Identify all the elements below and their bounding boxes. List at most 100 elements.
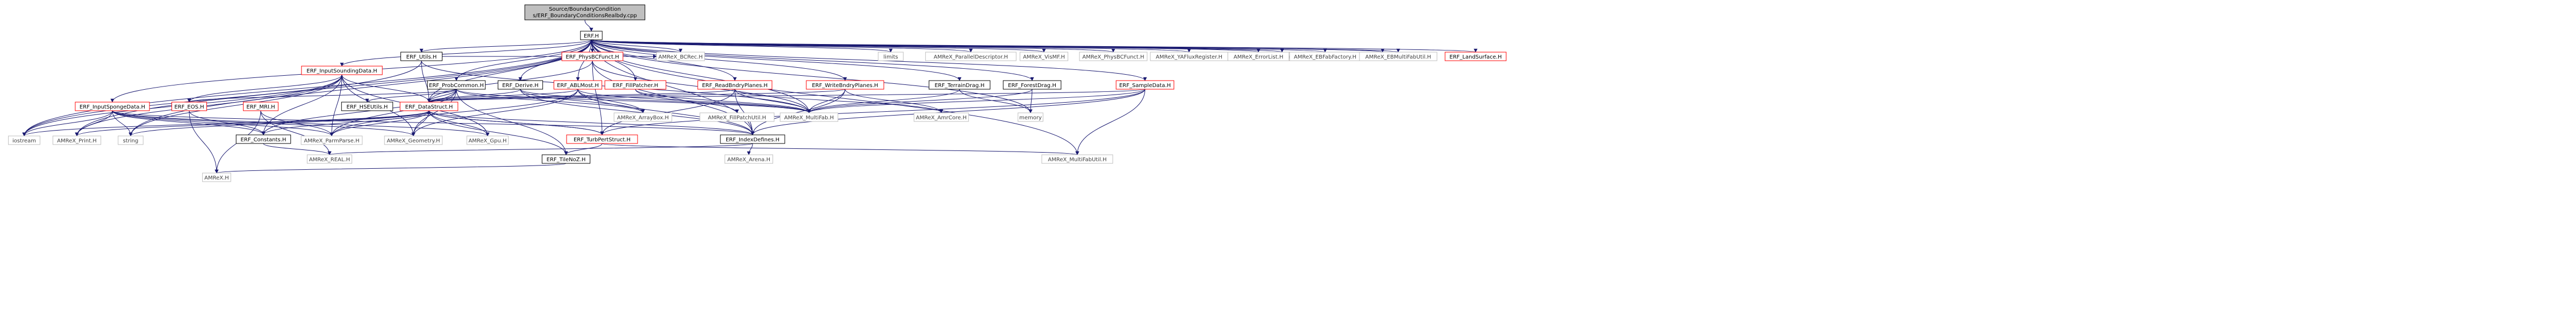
edge-constants-to-amrexreal: [263, 143, 332, 155]
node-label: ERF_Derive.H: [502, 83, 539, 89]
edge-inputsponge-to-geometry: [112, 110, 416, 136]
node-erf-derive-h[interactable]: ERF_Derive.H: [497, 80, 543, 90]
node-erf-tilenoz-h[interactable]: ERF_TileNoZ.H: [541, 154, 591, 164]
edge-mri-to-parmparse: [260, 110, 334, 136]
node-box: [524, 4, 646, 20]
edge-ablmost-to-multifab: [577, 89, 811, 113]
node-amrex-yafluxregister-h: AMReX_YAFluxRegister.H: [1150, 52, 1228, 61]
node-erf-writebndryplanes-h[interactable]: ERF_WriteBndryPlanes.H: [806, 80, 884, 90]
node-box: [1115, 80, 1175, 90]
node-label: ERF_SampleData.H: [1119, 83, 1171, 89]
edge-erfh-to-terraindrag: [591, 39, 962, 81]
edge-erfh-to-landsurface: [591, 39, 1477, 53]
node-erf-readbndryplanes-h[interactable]: ERF_ReadBndryPlanes.H: [697, 80, 772, 90]
node-box: [878, 52, 904, 61]
node-label: AMReX_ParallelDescriptor.H: [934, 54, 1008, 60]
edge-erfh-to-sampledata: [591, 39, 1147, 81]
node-erf-datastruct-h[interactable]: ERF_DataStruct.H: [399, 102, 459, 111]
edge-erfh-to-limits: [591, 39, 893, 53]
node-label: ERF_ForestDrag.H: [1008, 83, 1056, 89]
node-erf-eos-h[interactable]: ERF_EOS.H: [171, 102, 207, 111]
node-erf-physbcfunct-h[interactable]: ERF_PhysBCFunct.H: [561, 52, 624, 61]
edge-inputsounding-to-parmparse: [330, 74, 342, 136]
node-erf-fillpatcher-h[interactable]: ERF_FillPatcher.H: [604, 80, 667, 90]
edge-writebndry-to-indexdefines: [750, 89, 846, 135]
node-erf-inputsoundingdata-h[interactable]: ERF_InputSoundingData.H: [301, 66, 383, 75]
edge-inputsponge-to-indexdefines: [112, 110, 755, 135]
edge-erfh-to-inputsounding: [340, 39, 592, 67]
node-label: AMReX_Print.H: [57, 138, 97, 144]
node-label: AMReX.H: [204, 175, 229, 181]
node-label: AMReX_EBFabFactory.H: [1294, 54, 1356, 60]
node-box: [306, 154, 353, 164]
node-erf-forestdrag-h[interactable]: ERF_ForestDrag.H: [1003, 80, 1062, 90]
node-box: [699, 112, 775, 122]
node-amrex-arena-h: AMReX_Arena.H: [724, 154, 774, 164]
edge-datastruct-to-amrexprint: [75, 110, 430, 136]
edge-probcommon-to-arraybox: [456, 89, 645, 113]
node-erf-mri-h[interactable]: ERF_MRI.H: [243, 102, 278, 111]
node-erf-landsurface-h[interactable]: ERF_LandSurface.H: [1444, 52, 1507, 61]
node-amrex-h: AMReX.H: [202, 173, 231, 182]
edge-turbpert-to-tilenoz: [564, 143, 603, 155]
node-label: ERF_ABLMost.H: [557, 83, 599, 89]
node-erf-probcommon-h[interactable]: ERF_ProbCommon.H: [427, 80, 486, 90]
edge-utils-to-iostream: [22, 60, 422, 136]
node-label: AMReX_ParmParse.H: [304, 138, 359, 144]
edge-erfh-to-writebndry: [591, 39, 847, 81]
node-label: AMReX_PhysBCFunct.H: [1082, 54, 1144, 60]
edge-erfh-to-ebmultifabutil: [591, 39, 1400, 53]
node-box: [613, 112, 672, 122]
edge-eos-to-constants: [189, 110, 266, 135]
node-amrex-amrcore-h: AMReX_AmrCore.H: [913, 112, 969, 122]
edge-turbpert-to-datastruct: [427, 110, 603, 135]
node-box: [1003, 80, 1062, 90]
node-memory: memory: [1018, 112, 1043, 122]
edge-inputsponge-to-constants: [112, 110, 266, 135]
edge-terraindrag-to-memory: [959, 89, 1033, 113]
edge-utils-to-datastruct: [421, 60, 431, 103]
edge-fillpatcher-to-multifab: [635, 89, 811, 113]
node-box: [202, 173, 231, 182]
node-amrex-geometry-h: AMReX_Geometry.H: [384, 135, 443, 145]
node-erf-hseutils-h[interactable]: ERF_HSEUtils.H: [341, 102, 393, 111]
node-erf-ablmost-h[interactable]: ERF_ABLMost.H: [553, 80, 603, 90]
edge-turbpert-to-multifabutil: [602, 143, 1079, 155]
edge-erfh-to-forestdrag: [591, 39, 1034, 81]
node-box: [400, 52, 443, 61]
node-label: ERF_InputSpongeData.H: [80, 104, 145, 110]
node-erf-h[interactable]: ERF.H: [580, 31, 603, 40]
node-box: [806, 80, 884, 90]
node-erf-indexdefines-h[interactable]: ERF_IndexDefines.H: [720, 134, 785, 144]
node-erf-inputspongedata-h[interactable]: ERF_InputSpongeData.H: [75, 102, 150, 111]
node-box: [1018, 112, 1043, 122]
node-label: AMReX_REAL.H: [309, 157, 350, 163]
node-amrex-errorlist-h: AMReX_ErrorList.H: [1227, 52, 1290, 61]
edge-inputsponge-to-string: [112, 110, 133, 136]
edge-probcommon-to-parmparse: [330, 89, 457, 136]
node-label: AMReX_BCRec.H: [659, 54, 703, 60]
edge-datastruct-to-string: [128, 110, 430, 136]
node-label: ERF_TerrainDrag.H: [935, 83, 985, 89]
node-box: [384, 135, 443, 145]
node-erf-turbpertstruct-h[interactable]: ERF_TurbPertStruct.H: [566, 134, 638, 144]
node-amrex-gpu-h: AMReX_Gpu.H: [466, 135, 509, 145]
edge-datastruct-to-parmparse: [330, 110, 430, 136]
edge-erfh-to-amrexprint: [75, 39, 592, 136]
node-box: [541, 154, 591, 164]
node-label: ERF_MRI.H: [246, 104, 275, 110]
edge-physbc-to-indexdefines: [592, 60, 755, 135]
edge-erfh-to-yafluxreg: [591, 39, 1191, 53]
node-erf-constants-h[interactable]: ERF_Constants.H: [235, 134, 291, 144]
edge-layer: [22, 19, 1477, 174]
node-erf-utils-h[interactable]: ERF_Utils.H: [400, 52, 443, 61]
node-box: [300, 135, 363, 145]
node-erf-terraindrag-h[interactable]: ERF_TerrainDrag.H: [928, 80, 991, 90]
edge-indexdefines-to-arena: [747, 143, 753, 155]
node-label: iostream: [12, 138, 36, 144]
node-erf-sampledata-h[interactable]: ERF_SampleData.H: [1115, 80, 1175, 90]
node-label: AMReX_AmrCore.H: [916, 115, 967, 121]
node-label: AMReX_ErrorList.H: [1234, 54, 1284, 60]
edge-erfh-to-utils: [419, 39, 592, 53]
